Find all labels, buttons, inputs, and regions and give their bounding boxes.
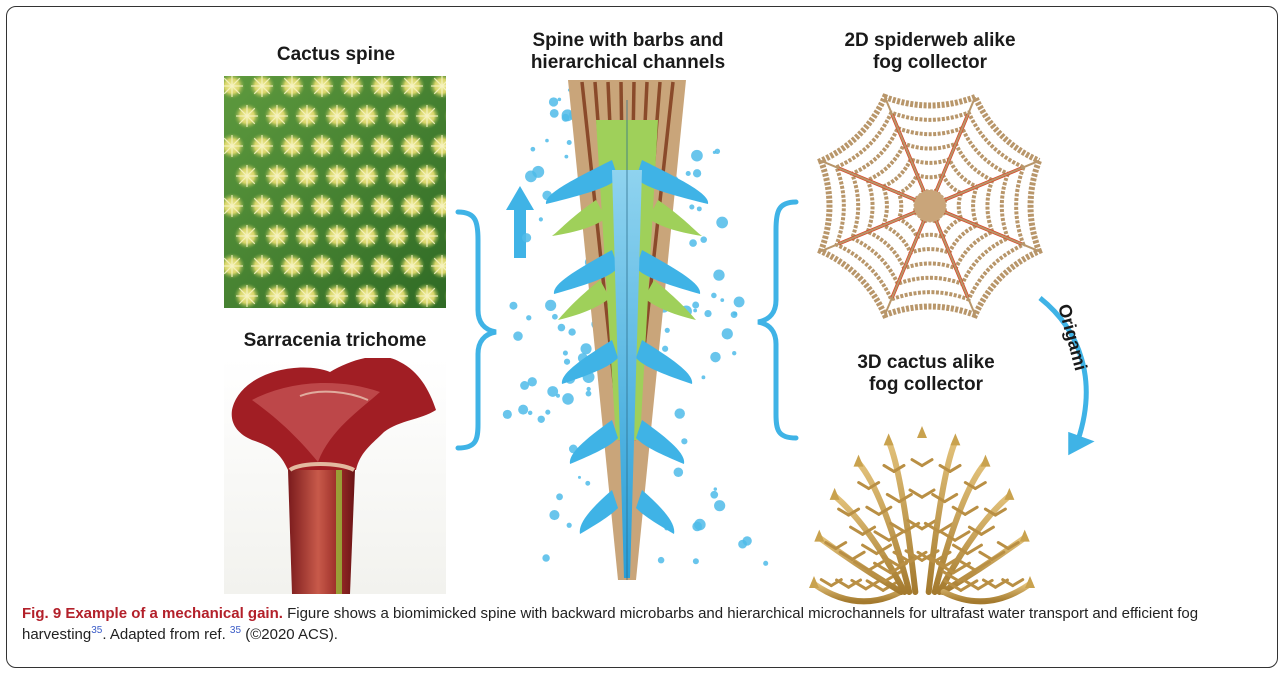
origami-label: Origami (1054, 302, 1091, 373)
cactus-3d-fog-collector (809, 426, 1035, 601)
right-brace (758, 202, 796, 438)
cactus-spine-photo (219, 73, 470, 309)
caption-ref-1[interactable]: 35 (91, 625, 102, 636)
caption-title: Fig. 9 Example of a mechanical gain. (22, 605, 283, 622)
figure-caption: Fig. 9 Example of a mechanical gain. Fig… (22, 603, 1272, 645)
caption-ref-2[interactable]: 35 (230, 625, 241, 636)
left-brace (458, 212, 496, 448)
spiderweb-fog-collector (821, 97, 1039, 315)
caption-text-3: (©2020 ACS). (241, 626, 338, 643)
upward-flow-arrow (506, 186, 534, 258)
caption-text-2: . Adapted from ref. (102, 626, 230, 643)
spine-illustration (503, 80, 768, 580)
sarracenia-trichome-photo (224, 357, 446, 594)
